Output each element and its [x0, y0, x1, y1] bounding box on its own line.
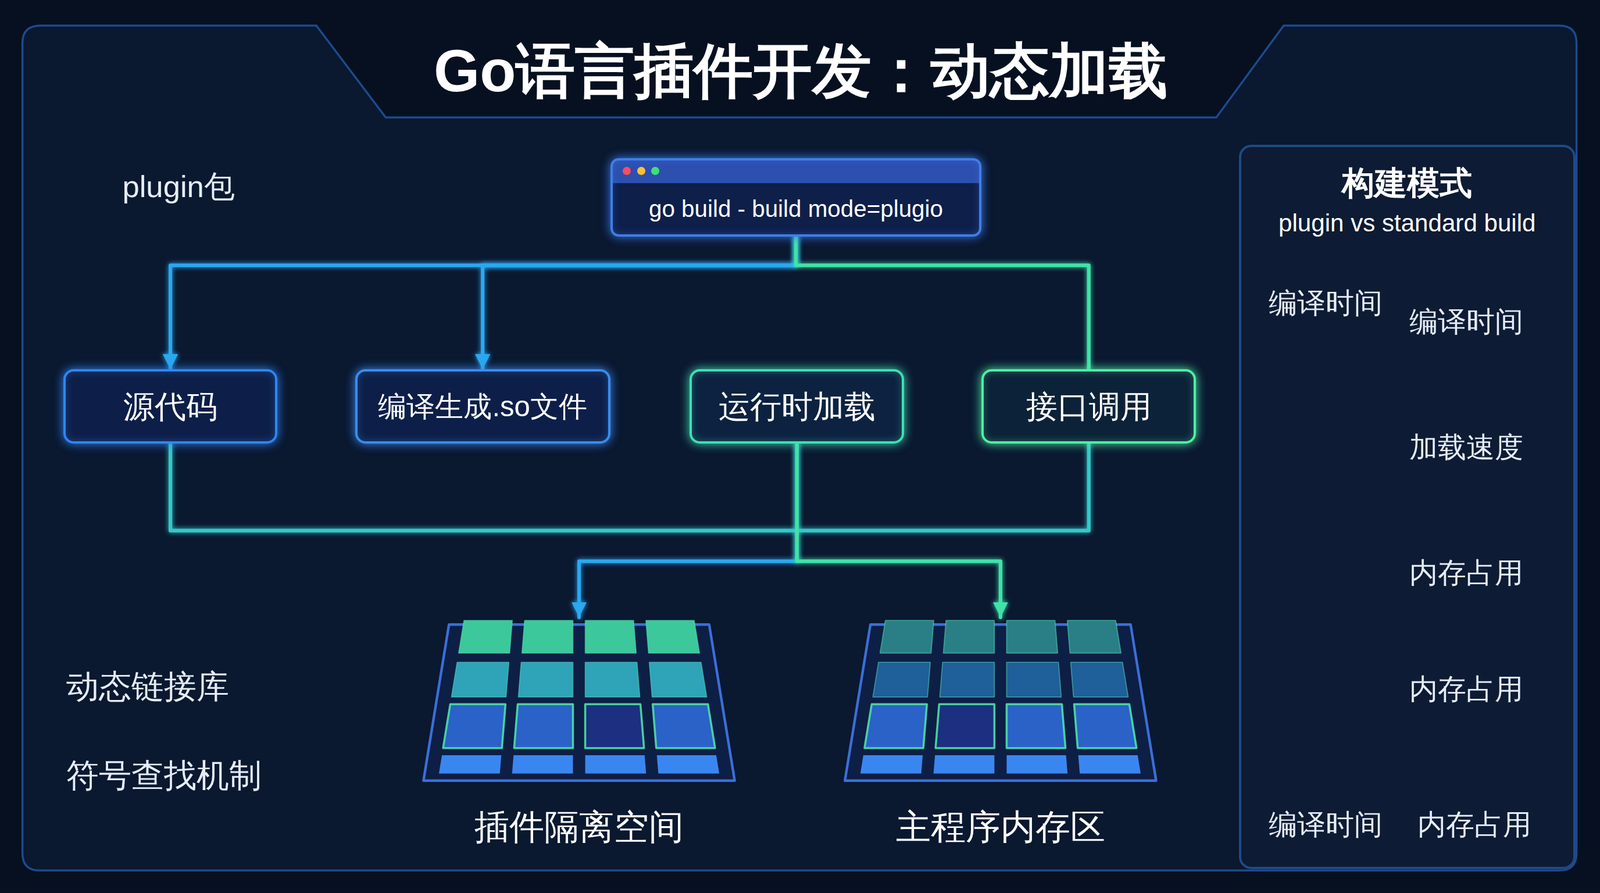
- memory-block: [1070, 662, 1129, 698]
- bar-label: 编译时间: [1268, 286, 1383, 321]
- node-label: 编译生成.so文件: [377, 389, 588, 424]
- diagram-title: Go语言插件开发：动态加载: [433, 31, 1169, 112]
- metric-label: 内存占用: [1409, 671, 1524, 706]
- memory-block: [458, 620, 513, 653]
- flow-arrow: [797, 443, 1001, 617]
- node-label: 插件隔离空间: [474, 806, 684, 849]
- memory-block: [860, 755, 923, 774]
- memory-block: [1078, 755, 1141, 774]
- node-label: 构建模式: [1341, 163, 1473, 203]
- memory-block: [512, 755, 574, 774]
- flow-arrow: [734, 704, 846, 708]
- memory-block: [1006, 704, 1066, 748]
- terminal-box: go build - build mode=plugio: [610, 158, 982, 237]
- process-box: 运行时加载: [689, 369, 905, 444]
- memory-block: [880, 620, 934, 653]
- memory-block: [585, 755, 647, 774]
- flow-arrow: [904, 404, 982, 409]
- node-label: 源代码: [123, 387, 218, 426]
- node-label: 接口调用: [1026, 387, 1152, 426]
- memory-block: [933, 755, 995, 774]
- node-subtitle: plugin vs standard build: [1278, 208, 1536, 239]
- memory-area: 主程序内存区: [844, 617, 1156, 855]
- process-box: 源代码: [63, 369, 278, 444]
- axis-label: 内存占用: [1417, 807, 1532, 842]
- memory-block: [443, 704, 506, 748]
- memory-block: [438, 755, 502, 774]
- connector-line: [170, 443, 1089, 531]
- side-note: plugin包: [122, 168, 235, 206]
- memory-block: [585, 662, 641, 698]
- window-dot: [651, 166, 660, 175]
- window-dot: [622, 166, 631, 175]
- metric-label: 内存占用: [1409, 555, 1524, 590]
- window-dot: [637, 166, 646, 175]
- memory-block: [649, 662, 707, 698]
- memory-block: [872, 662, 931, 698]
- memory-block: [451, 662, 509, 698]
- metric-label: 加载速度: [1409, 429, 1524, 464]
- memory-block: [522, 620, 574, 653]
- connector-line: [795, 236, 1089, 370]
- node-label: 运行时加载: [718, 387, 876, 426]
- memory-block: [1006, 662, 1062, 698]
- memory-block: [935, 704, 995, 748]
- axis-label: 编译时间: [1268, 807, 1383, 842]
- memory-block: [645, 620, 700, 653]
- memory-block: [1006, 755, 1068, 774]
- node-label: 主程序内存区: [895, 806, 1106, 849]
- process-box: 接口调用: [981, 369, 1196, 444]
- memory-block: [652, 704, 716, 748]
- memory-block: [943, 620, 995, 653]
- memory-block: [656, 755, 720, 774]
- flow-arrow: [277, 404, 355, 409]
- memory-area: 插件隔离空间: [423, 617, 735, 855]
- memory-block: [1006, 620, 1058, 653]
- side-note: 符号查找机制: [66, 755, 262, 795]
- memory-block: [585, 620, 637, 653]
- metric-label: 编译时间: [1409, 304, 1524, 339]
- memory-block: [864, 704, 927, 748]
- memory-block: [513, 704, 573, 748]
- flow-arrow: [170, 236, 796, 370]
- memory-block: [1067, 620, 1121, 653]
- process-box: 编译生成.so文件: [355, 369, 611, 444]
- chart-panel: 构建模式 plugin vs standard build: [1238, 144, 1576, 870]
- memory-block: [518, 662, 574, 698]
- flow-arrow: [482, 236, 796, 370]
- memory-block: [1073, 704, 1137, 748]
- memory-block: [585, 704, 645, 748]
- node-label: go build - build mode=plugio: [648, 194, 944, 223]
- outer-frame: [22, 25, 1577, 871]
- side-note: 动态链接库: [66, 666, 230, 706]
- flow-arrow: [610, 404, 691, 409]
- memory-block: [939, 662, 995, 698]
- flow-arrow: [579, 443, 798, 617]
